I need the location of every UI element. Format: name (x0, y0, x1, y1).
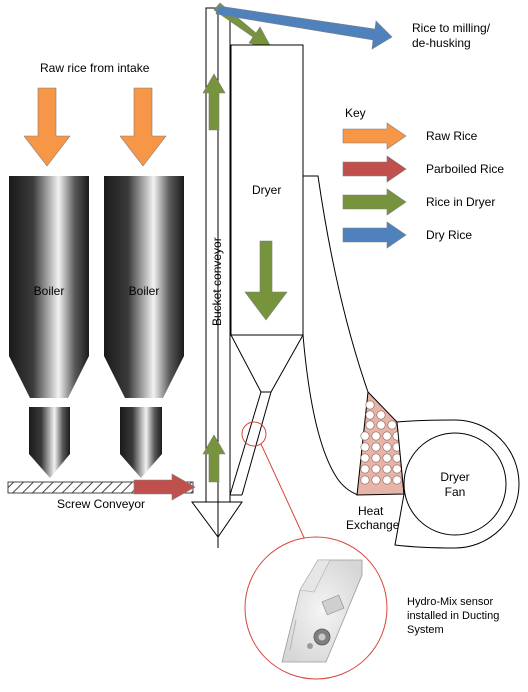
heat-exchanger-tube (387, 420, 397, 430)
boiler-right (104, 176, 184, 478)
raw-rice-arrow-left (23, 87, 71, 167)
sensor-label-line3: System (407, 624, 444, 636)
heat-exchanger-tube (365, 400, 375, 410)
heat-exchanger-tube (365, 420, 375, 430)
heat-exchanger-tube (360, 453, 370, 463)
parboiled-rice-arrow (133, 473, 196, 501)
rice-to-milling-label-line2: de-husking (412, 36, 471, 50)
rice-in-dryer-arrow-inside-dryer (244, 240, 288, 321)
heat-exchanger-tube (382, 431, 392, 441)
sensor-label-line2: installed in Ducting (407, 610, 499, 622)
heat-exchanger-tube (371, 464, 381, 474)
dryer-fan-label-line1: Dryer (440, 470, 469, 484)
heat-exchanger-tube (371, 475, 381, 485)
key-label: Dry Rice (426, 228, 472, 242)
sensor-location-marker (241, 421, 267, 447)
dryer-label: Dryer (252, 183, 281, 197)
heat-exchanger-tube (376, 420, 386, 430)
heat-exchanger-tube (360, 442, 370, 452)
screw-conveyor-label: Screw Conveyor (57, 497, 145, 511)
key-arrow (342, 221, 407, 249)
bucket-conveyor-label: Bucket conveyor (210, 237, 224, 326)
heat-exchanger-tube (371, 453, 381, 463)
heat-exchanger-label-line1: Heat (358, 504, 384, 518)
heat-exchanger-tube (360, 475, 370, 485)
dryer (230, 44, 304, 393)
heat-exchanger-tubes (360, 400, 402, 485)
boiler-right-label: Boiler (129, 284, 160, 298)
discharge-duct (229, 391, 272, 496)
air-ducting (302, 175, 369, 496)
sensor-label-line1: Hydro-Mix sensor (407, 596, 494, 608)
rice-in-dryer-arrow-conveyor-top (202, 73, 226, 131)
heat-exchanger-tube (371, 431, 381, 441)
dryer-fan (394, 419, 520, 549)
heat-exchanger-tube (382, 475, 392, 485)
sensor-callout (241, 421, 388, 680)
heat-exchanger-tube (382, 453, 392, 463)
boiler-left (9, 176, 89, 478)
rice-in-dryer-arrow-conveyor-bottom (202, 434, 226, 483)
key-label: Parboiled Rice (426, 162, 504, 176)
heat-exchanger-label-line2: Exchanger (346, 518, 403, 532)
key-arrow (342, 188, 407, 216)
heat-exchanger-tube (360, 431, 370, 441)
raw-rice-intake-label: Raw rice from intake (40, 61, 150, 75)
dryer-fan-label-line2: Fan (445, 485, 466, 499)
boiler-left-label: Boiler (34, 284, 65, 298)
rice-to-milling-label-line1: Rice to milling/ (412, 21, 491, 35)
heat-exchanger-tube (392, 475, 402, 485)
heat-exchanger-tube (371, 442, 381, 452)
heat-exchanger-tube (376, 410, 386, 420)
heat-exchanger-tube (392, 464, 402, 474)
key-label: Rice in Dryer (426, 195, 495, 209)
heat-exchanger-tube (382, 442, 392, 452)
raw-rice-arrow-right (119, 87, 167, 167)
heat-exchanger-tube (382, 464, 392, 474)
dry-rice-arrow-to-milling (215, 5, 393, 50)
key-arrow (342, 155, 407, 183)
key-title: Key (345, 106, 366, 120)
key-arrow (342, 122, 407, 150)
key-label: Raw Rice (426, 129, 478, 143)
hydro-mix-sensor-icon (281, 559, 363, 663)
heat-exchanger-tube (365, 410, 375, 420)
heat-exchanger-tube (360, 464, 370, 474)
